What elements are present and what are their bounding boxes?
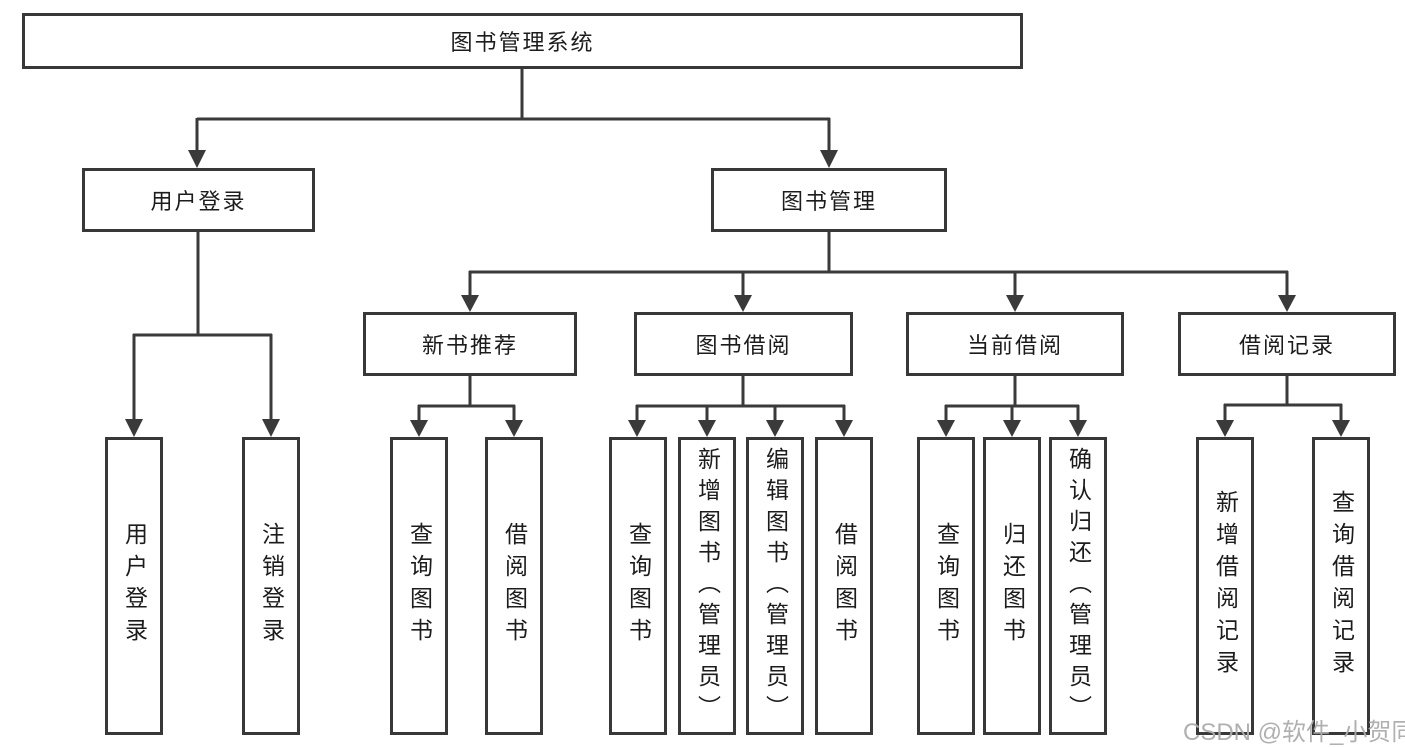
branch-borrowing-records — [1216, 376, 1350, 437]
branch-new-book-recommendation — [410, 376, 523, 437]
leaf-return-books: 归还图书 — [983, 437, 1041, 735]
node-new-book-recommendation: 新书推荐 — [363, 312, 577, 376]
leaf-user-login: 用户登录 — [105, 437, 163, 735]
node-label: 注销登录 — [258, 522, 285, 650]
node-label: 查询图书 — [933, 522, 960, 650]
node-label: 确认归还（管理员） — [1065, 446, 1092, 726]
node-label: 当前借阅 — [966, 333, 1063, 358]
leaf-query-books-borrowing: 查询图书 — [609, 437, 667, 735]
node-label: 图书管理 — [780, 189, 877, 214]
node-user-login: 用户登录 — [82, 168, 315, 232]
node-label: 编辑图书（管理员） — [762, 446, 789, 726]
node-label: 新书推荐 — [421, 333, 518, 358]
leaf-query-books-recommendation: 查询图书 — [390, 437, 448, 735]
leaf-confirm-return-admin: 确认归还（管理员） — [1049, 437, 1107, 735]
leaf-borrow-books-recommendation: 借阅图书 — [485, 437, 543, 735]
node-borrowing-records: 借阅记录 — [1178, 312, 1396, 376]
branch-user-login — [125, 232, 280, 437]
leaf-logout: 注销登录 — [242, 437, 300, 735]
node-current-borrowing: 当前借阅 — [906, 312, 1124, 376]
node-label: 用户登录 — [121, 522, 148, 650]
node-book-management: 图书管理 — [711, 168, 947, 232]
node-label: 借阅图书 — [831, 522, 858, 650]
node-label: 借阅图书 — [501, 522, 528, 650]
node-label: 用户登录 — [150, 189, 247, 214]
node-label: 归还图书 — [999, 522, 1026, 650]
leaf-add-books-admin: 新增图书（管理员） — [678, 437, 736, 735]
leaf-borrow-books: 借阅图书 — [815, 437, 873, 735]
leaf-edit-books-admin: 编辑图书（管理员） — [746, 437, 804, 735]
node-label: 新增借阅记录 — [1212, 490, 1239, 682]
node-label: 查询图书 — [406, 522, 433, 650]
node-label: 查询借阅记录 — [1328, 490, 1355, 682]
node-label: 查询图书 — [625, 522, 652, 650]
branch-root — [188, 69, 838, 168]
branch-current-borrowing — [937, 376, 1087, 437]
node-label: 图书管理系统 — [450, 30, 595, 55]
node-library-management-system: 图书管理系统 — [22, 13, 1023, 69]
leaf-query-borrow-record: 查询借阅记录 — [1312, 437, 1370, 735]
leaf-add-borrow-record: 新增借阅记录 — [1196, 437, 1254, 735]
leaf-query-books-current: 查询图书 — [917, 437, 975, 735]
node-label: 新增图书（管理员） — [694, 446, 721, 726]
node-label: 图书借阅 — [695, 333, 792, 358]
branch-book-borrowing — [628, 376, 853, 437]
node-book-borrowing: 图书借阅 — [634, 312, 853, 376]
node-label: 借阅记录 — [1238, 333, 1335, 358]
csdn-watermark: CSDN @软件_小贺同学 — [1183, 719, 1405, 746]
branch-book-management — [461, 232, 1296, 312]
